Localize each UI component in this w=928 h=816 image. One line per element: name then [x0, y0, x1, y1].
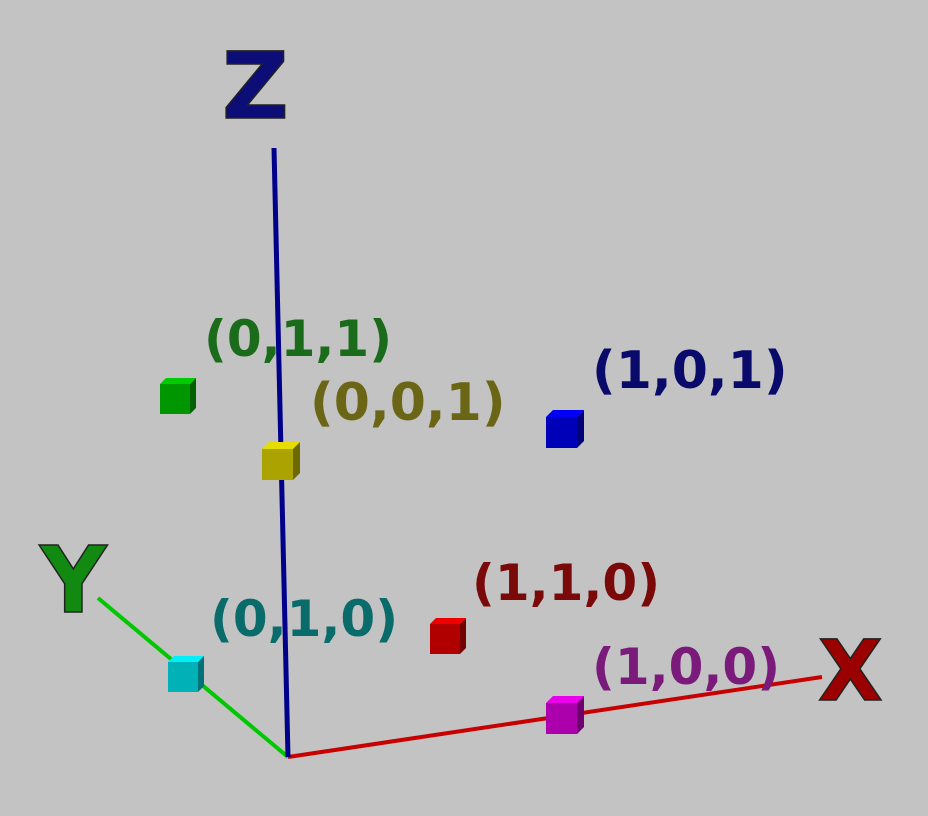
cube-front-face	[160, 384, 190, 414]
label-0-1-1: (0,1,1)	[204, 310, 392, 368]
cube-front-face	[430, 624, 460, 654]
cube-side-face	[198, 656, 204, 692]
cube-1-1-0	[430, 618, 466, 654]
cube-front-face	[546, 417, 577, 448]
cube-front-face	[168, 662, 198, 692]
cube-side-face	[190, 378, 196, 414]
cube-side-face	[293, 442, 300, 480]
cube-side-face	[577, 696, 584, 734]
cube-0-1-0	[168, 656, 204, 692]
label-1-0-1: (1,0,1)	[592, 341, 788, 401]
label-1-1-0: (1,1,0)	[472, 554, 660, 612]
cube-0-1-1	[160, 378, 196, 414]
cube-1-0-1	[546, 410, 584, 448]
cube-top-face	[430, 618, 466, 624]
cube-top-face	[168, 656, 204, 662]
cube-side-face	[460, 618, 466, 654]
cube-top-face	[262, 442, 300, 449]
x-axis-label: X	[818, 622, 883, 720]
cube-side-face	[577, 410, 584, 448]
cubes	[160, 378, 584, 734]
cube-top-face	[546, 410, 584, 417]
cube-front-face	[546, 703, 577, 734]
cube-top-face	[160, 378, 196, 384]
cube-front-face	[262, 449, 293, 480]
label-0-1-0: (0,1,0)	[210, 590, 398, 648]
z-axis-label: Z	[222, 33, 289, 140]
y-axis-label: Y	[39, 527, 108, 634]
cube-0-0-1	[262, 442, 300, 480]
cube-top-face	[546, 696, 584, 703]
label-1-0-0: (1,0,0)	[592, 638, 780, 696]
label-0-0-1: (0,0,1)	[310, 373, 506, 433]
cube-1-0-0	[546, 696, 584, 734]
